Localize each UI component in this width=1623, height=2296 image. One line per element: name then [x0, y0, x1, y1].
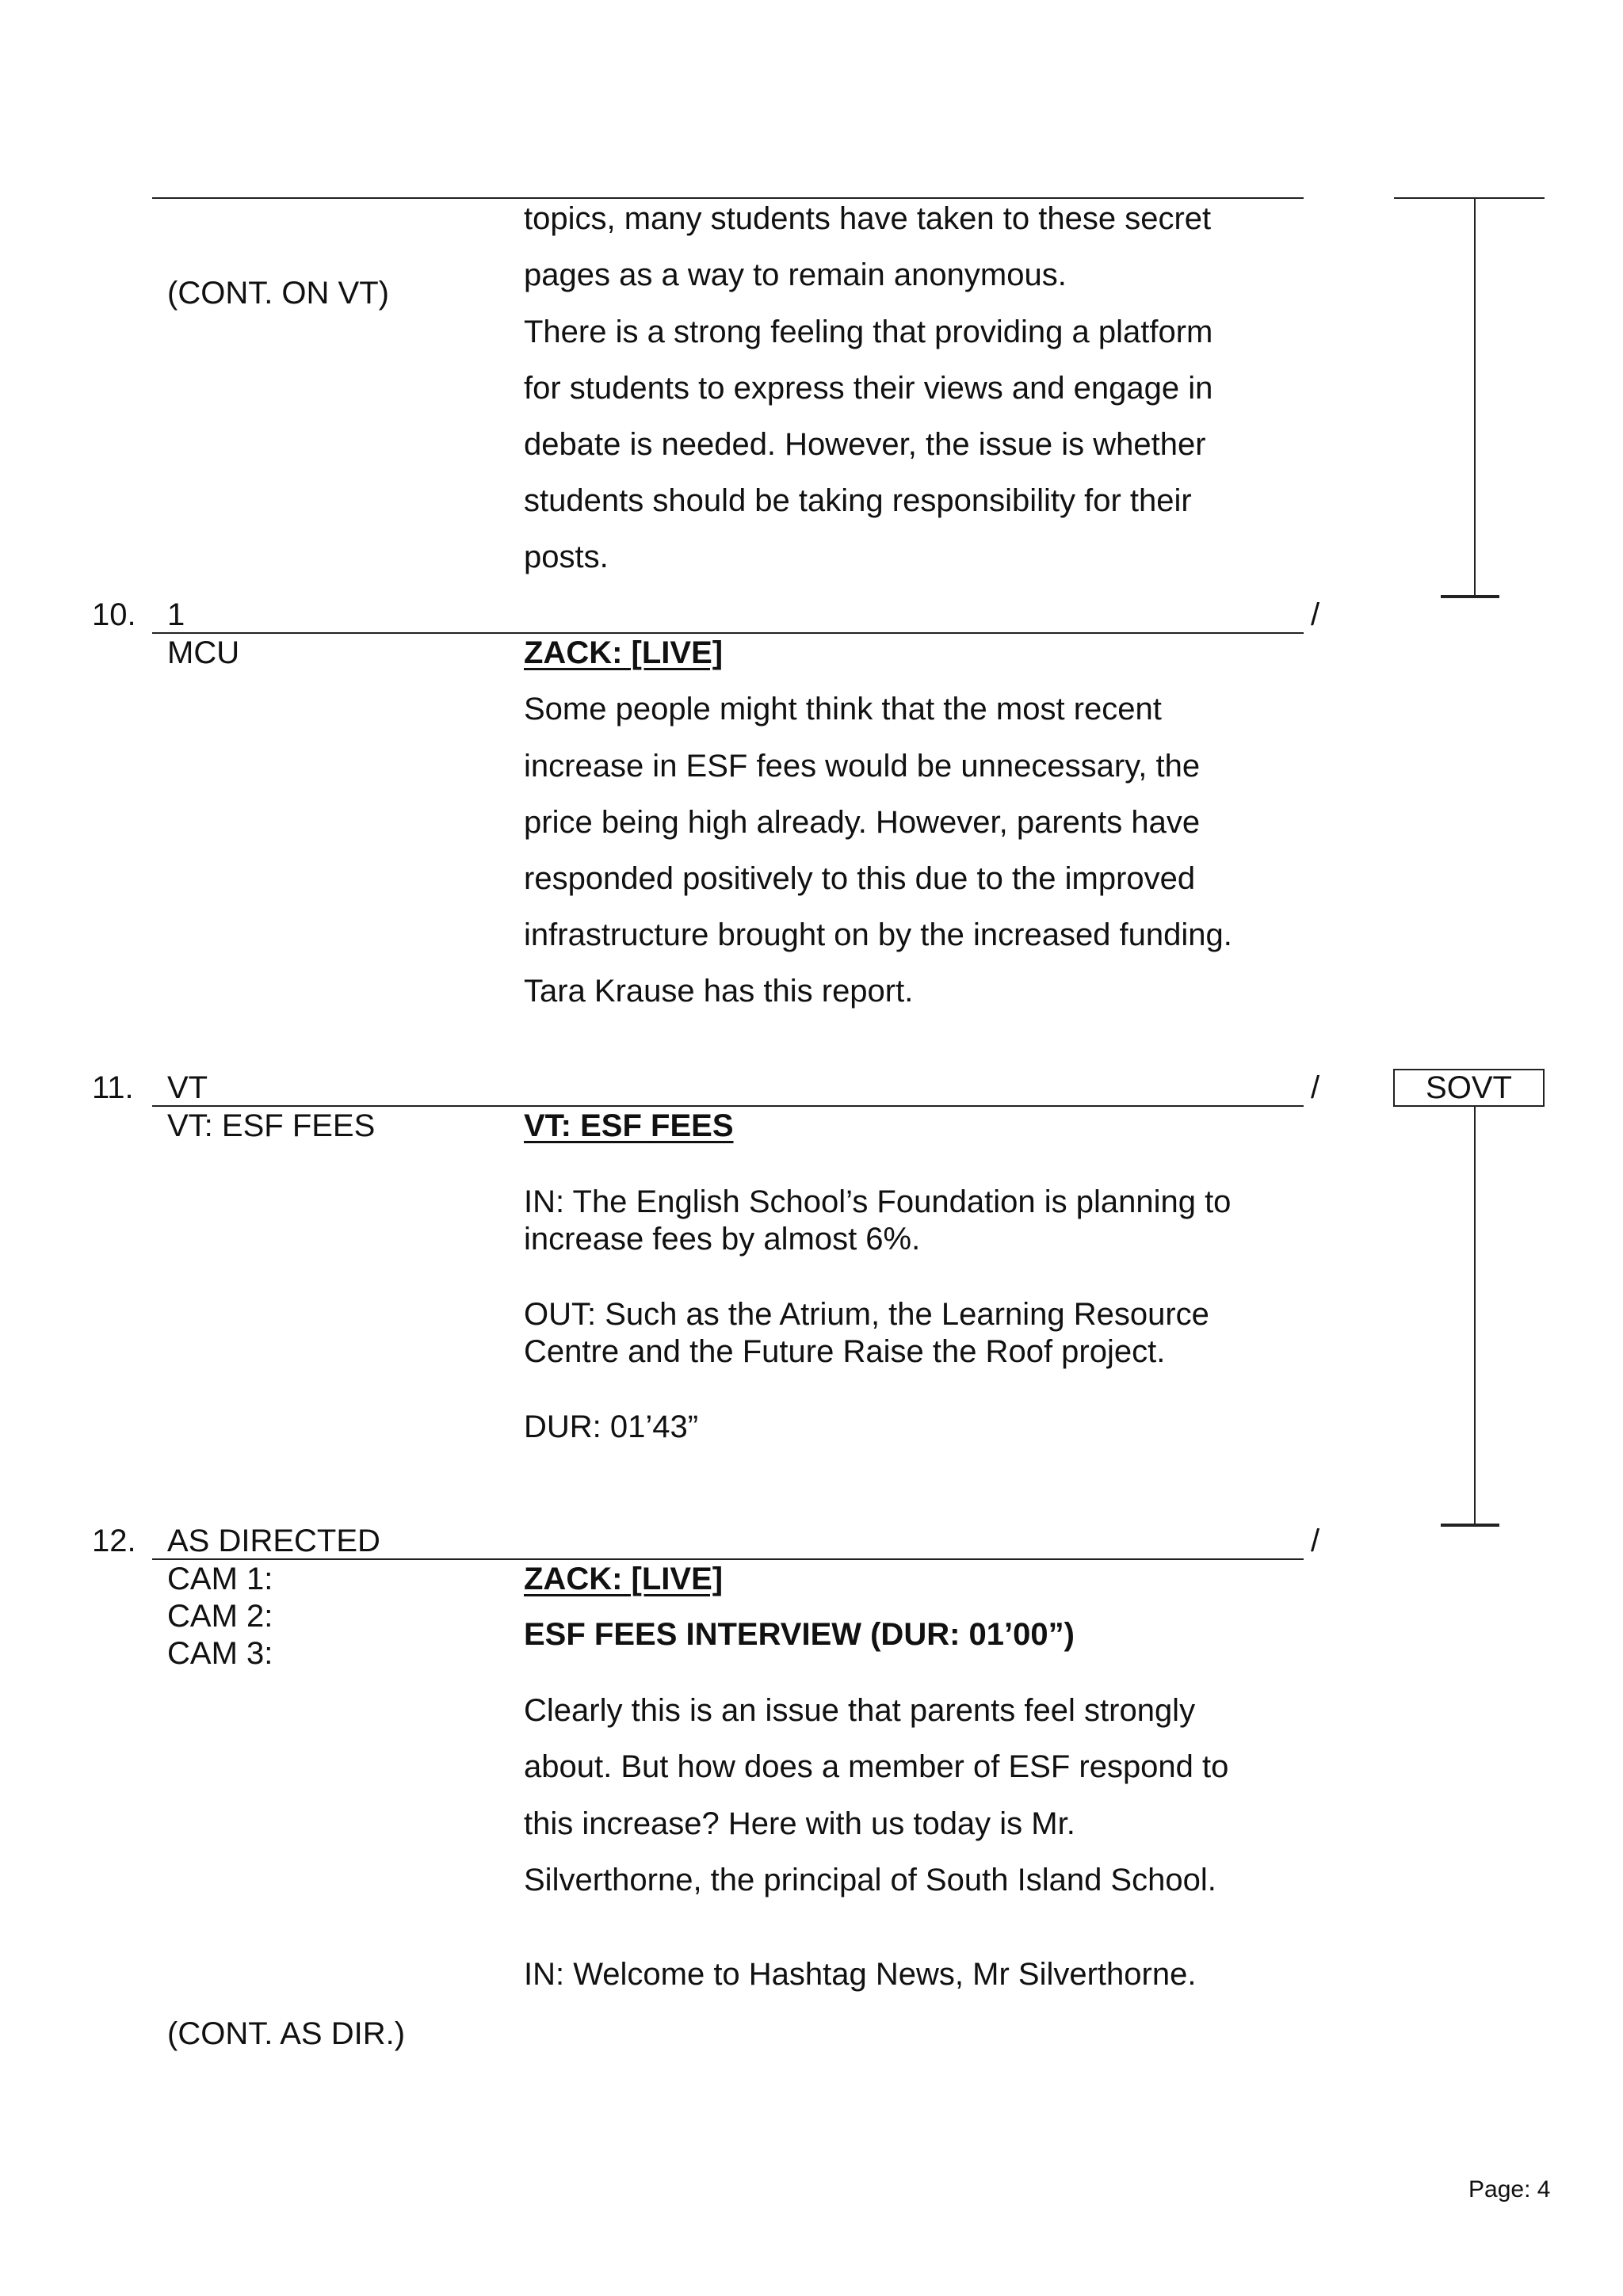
- item-rule: [152, 632, 1304, 634]
- vt-in-line: increase fees by almost 6%.: [524, 1222, 921, 1257]
- speaker-heading: ZACK: [LIVE]: [524, 635, 724, 670]
- script-line: posts.: [524, 540, 609, 574]
- item-slash: /: [1311, 1070, 1320, 1105]
- vt-in-line: IN: The English School’s Foundation is p…: [524, 1184, 1232, 1219]
- item-number: 12.: [92, 1524, 136, 1558]
- vt-out-line: OUT: Such as the Atrium, the Learning Re…: [524, 1297, 1209, 1332]
- script-line: topics, many students have taken to thes…: [524, 201, 1212, 236]
- item-slash: /: [1311, 597, 1320, 632]
- item-number: 11.: [92, 1070, 134, 1105]
- shot-label: MCU: [167, 635, 240, 670]
- script-line: this increase? Here with us today is Mr.: [524, 1806, 1075, 1841]
- script-line: infrastructure brought on by the increas…: [524, 917, 1232, 952]
- cue-bracket-top-cap: [1394, 197, 1545, 199]
- script-line: students should be taking responsibility…: [524, 483, 1192, 518]
- vt-duration: DUR: 01’43”: [524, 1409, 699, 1444]
- script-line: pages as a way to remain anonymous.: [524, 257, 1067, 292]
- cue-bracket-line: [1474, 1107, 1476, 1525]
- script-line: about. But how does a member of ESF resp…: [524, 1749, 1229, 1784]
- left-note: (CONT. ON VT): [167, 276, 389, 311]
- camera-label: CAM 3:: [167, 1636, 273, 1671]
- item-number: 10.: [92, 597, 136, 632]
- script-line: There is a strong feeling that providing…: [524, 315, 1213, 349]
- script-line: debate is needed. However, the issue is …: [524, 427, 1206, 462]
- script-line: increase in ESF fees would be unnecessar…: [524, 749, 1201, 784]
- interview-in-line: IN: Welcome to Hashtag News, Mr Silverth…: [524, 1957, 1197, 1992]
- cue-bracket-bottom-cap: [1441, 595, 1499, 598]
- item-source: AS DIRECTED: [167, 1524, 380, 1558]
- camera-label: CAM 1:: [167, 1562, 273, 1596]
- script-line: responded positively to this due to the …: [524, 861, 1196, 896]
- speaker-heading: ZACK: [LIVE]: [524, 1562, 724, 1596]
- vt-out-line: Centre and the Future Raise the Roof pro…: [524, 1334, 1166, 1369]
- item-rule: [152, 1105, 1304, 1107]
- script-line: for students to express their views and …: [524, 371, 1213, 406]
- interview-heading: ESF FEES INTERVIEW (DUR: 01’00”): [524, 1617, 1075, 1652]
- script-line: Tara Krause has this report.: [524, 974, 914, 1009]
- script-line: Silverthorne, the principal of South Isl…: [524, 1863, 1216, 1897]
- top-rule: [152, 197, 1304, 199]
- cue-bracket-line: [1474, 198, 1476, 596]
- shot-label: VT: ESF FEES: [167, 1108, 376, 1143]
- cue-bracket-bottom-cap: [1441, 1524, 1499, 1527]
- camera-label: CAM 2:: [167, 1599, 273, 1634]
- item-source: VT: [167, 1070, 208, 1105]
- page-number: Page: 4: [1468, 2176, 1551, 2203]
- script-line: price being high already. However, paren…: [524, 805, 1201, 840]
- item-rule: [152, 1558, 1304, 1560]
- script-line: Clearly this is an issue that parents fe…: [524, 1693, 1196, 1728]
- script-line: Some people might think that the most re…: [524, 692, 1162, 727]
- sovt-box: SOVT: [1393, 1069, 1545, 1107]
- left-note: (CONT. AS DIR.): [167, 2016, 406, 2051]
- item-slash: /: [1311, 1524, 1320, 1558]
- item-source: 1: [167, 597, 185, 632]
- vt-heading: VT: ESF FEES: [524, 1108, 734, 1143]
